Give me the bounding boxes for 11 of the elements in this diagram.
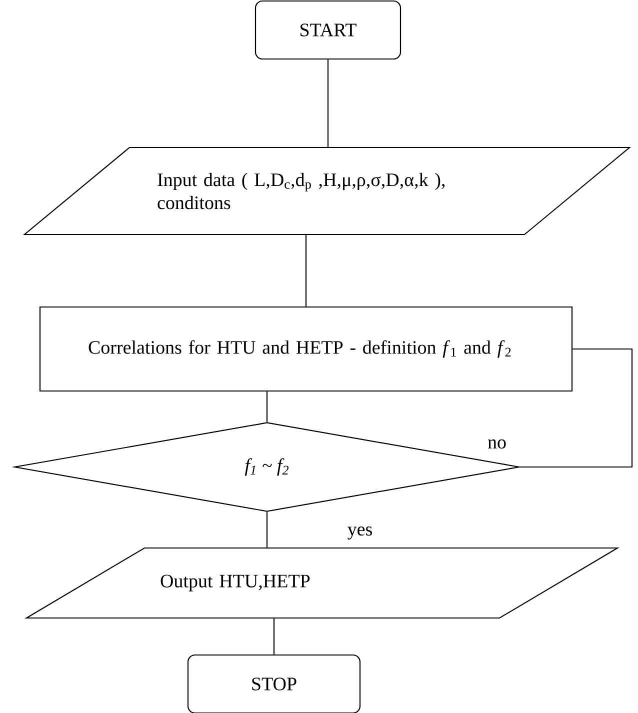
connector-line bbox=[327, 60, 329, 147]
connector-line bbox=[266, 512, 268, 548]
edge-label: yes bbox=[346, 525, 374, 541]
connector-line bbox=[266, 392, 268, 422]
connector-line bbox=[273, 618, 275, 654]
process-box: Correlations for HTU and HETP - definition f$_{1}$ and f$_{2}$ bbox=[39, 306, 573, 392]
terminator-box: START bbox=[254, 0, 402, 60]
connector-line bbox=[305, 235, 307, 306]
edge-label: no bbox=[486, 438, 508, 450]
terminator-box: STOP bbox=[187, 654, 361, 713]
connector-line bbox=[520, 348, 633, 468]
